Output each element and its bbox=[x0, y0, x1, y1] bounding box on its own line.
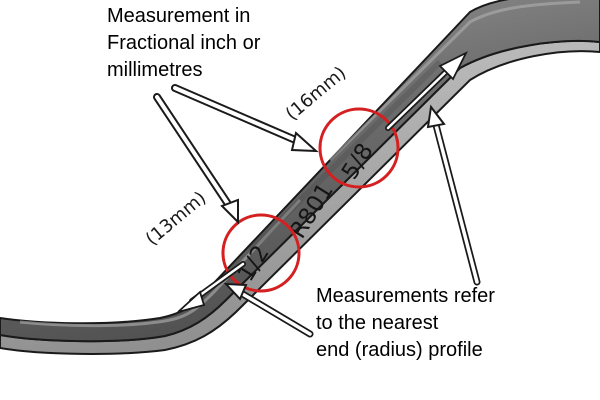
profile-note: Measurements refer to the nearest end (r… bbox=[316, 285, 495, 361]
highlight-circle-large bbox=[318, 107, 400, 189]
callout-arrow-to-upper-end bbox=[426, 104, 481, 286]
spanner-highlight-2 bbox=[328, 0, 581, 162]
callout-arrow-to-lower-end bbox=[223, 282, 314, 338]
highlight-circle-small bbox=[221, 213, 301, 293]
callout-arrow-to-small-size bbox=[153, 93, 239, 225]
measurement-note: Measurement in Fractional inch or millim… bbox=[107, 5, 261, 81]
direction-arrow-upper bbox=[385, 50, 469, 131]
spanner-shadow-streak bbox=[247, 59, 443, 253]
direction-arrow-lower bbox=[177, 261, 246, 313]
callout-arrow-to-large-size bbox=[171, 84, 319, 153]
size-small-metric: (13mm) bbox=[142, 187, 211, 249]
